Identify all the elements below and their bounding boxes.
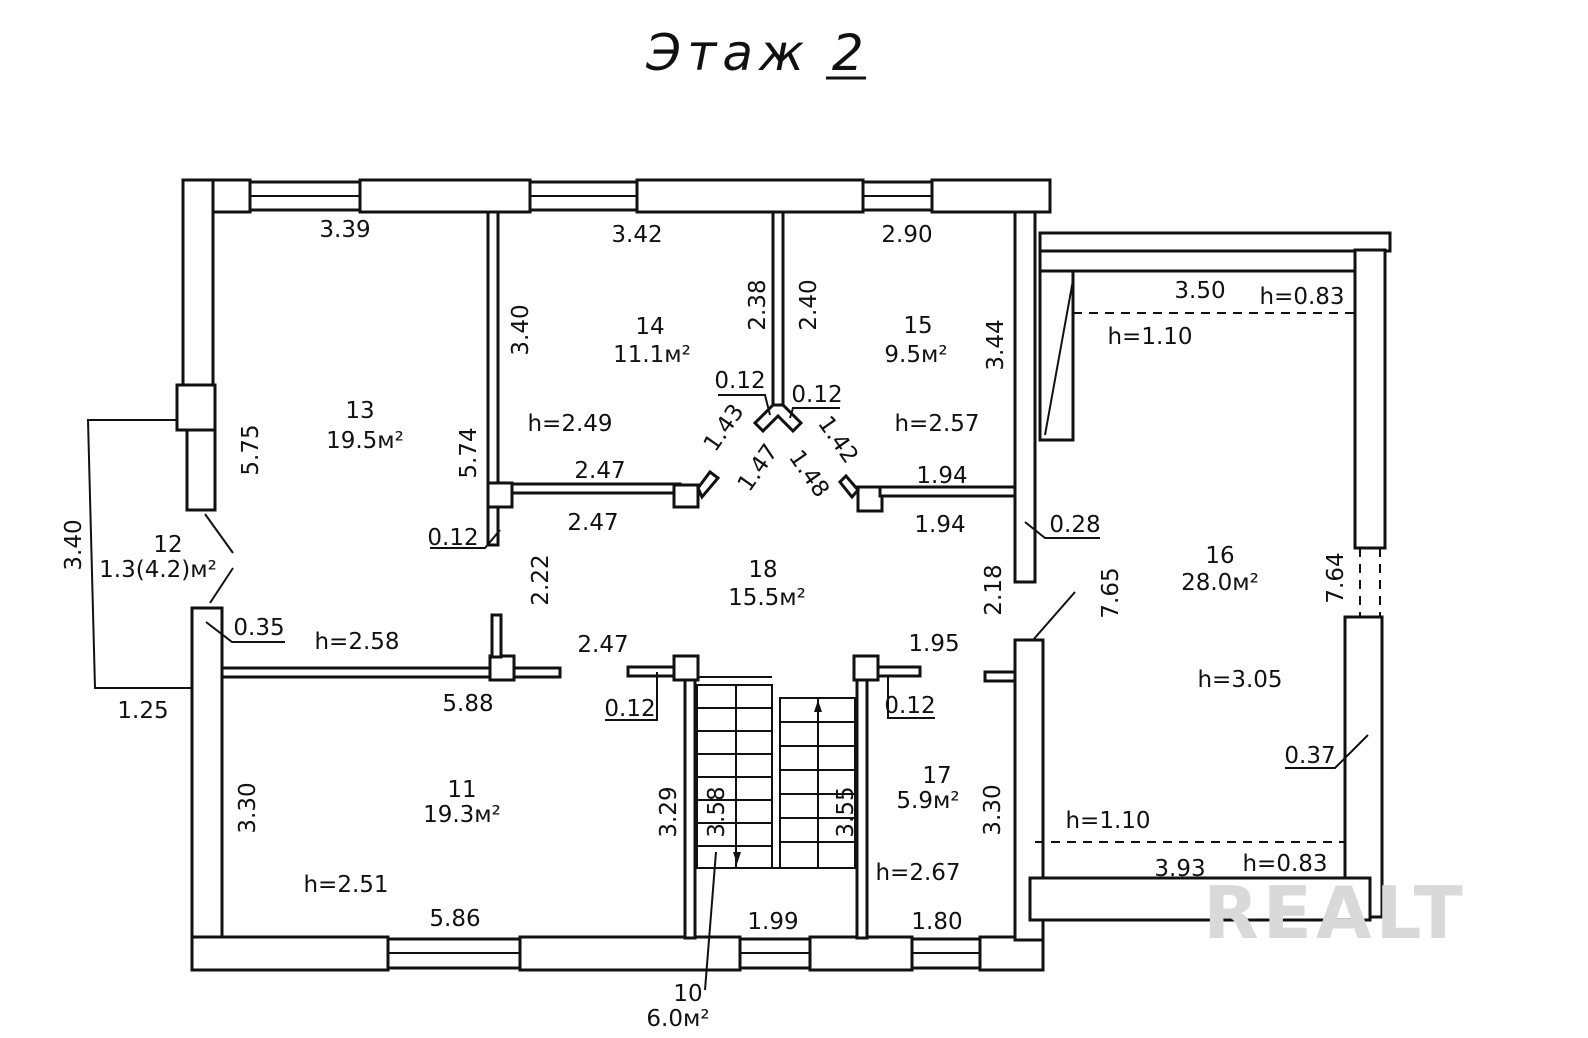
dimension: 3.93 — [1154, 856, 1205, 882]
dimension: 1.47 — [733, 440, 784, 497]
dimension: 0.35 — [233, 615, 284, 641]
dimension: 1.80 — [911, 909, 962, 935]
room-area: 15.5м² — [728, 585, 806, 611]
height-label: h=2.51 — [303, 872, 388, 898]
height-label: h=0.83 — [1242, 851, 1327, 877]
dimension: 1.94 — [916, 463, 967, 489]
height-label: h=2.57 — [894, 411, 979, 437]
dimension: 1.43 — [699, 400, 750, 457]
dimension: 1.99 — [747, 909, 798, 935]
room-number: 15 — [903, 313, 932, 339]
dimension: 1.42 — [812, 412, 863, 469]
dimension: 3.29 — [656, 786, 682, 837]
height-label: h=3.05 — [1197, 667, 1282, 693]
watermark-logo: REALT — [1203, 871, 1466, 955]
room-area: 1.3(4.2)м² — [99, 557, 217, 583]
room-labels: 13 19.5м² 14 11.1м² 15 9.5м² 12 1.3(4.2)… — [99, 313, 1259, 1032]
dimension: 2.22 — [528, 554, 554, 605]
dimension: 0.12 — [884, 693, 935, 719]
room-area: 19.5м² — [326, 428, 404, 454]
dimension: 3.44 — [983, 319, 1009, 370]
dimension: 2.47 — [577, 632, 628, 658]
room-area: 28.0м² — [1181, 570, 1259, 596]
dimension: 5.86 — [429, 906, 480, 932]
dimension: 5.75 — [238, 424, 264, 475]
dimension: 0.12 — [714, 368, 765, 394]
dimension: 2.47 — [574, 458, 625, 484]
dimension: 7.64 — [1323, 552, 1349, 603]
dimension: 3.40 — [61, 519, 87, 570]
dimension: 0.37 — [1284, 743, 1335, 769]
room-area: 5.9м² — [896, 788, 959, 814]
plan-title: Этаж 2 — [645, 24, 869, 82]
dimension: 0.28 — [1049, 512, 1100, 538]
room-number: 13 — [345, 398, 374, 424]
height-label: h=1.10 — [1065, 808, 1150, 834]
height-label: h=2.67 — [875, 860, 960, 886]
dimension: 5.74 — [456, 427, 482, 478]
height-labels: h=0.83 h=1.10 h=2.49 h=2.57 h=2.58 h=3.0… — [303, 284, 1344, 898]
dimension: 3.58 — [704, 786, 730, 837]
dimension: 3.30 — [235, 782, 261, 833]
dimension: 1.25 — [117, 698, 168, 724]
room-area: 9.5м² — [884, 342, 947, 368]
dimension: 3.30 — [980, 784, 1006, 835]
dimension: 2.38 — [745, 279, 771, 330]
room-number: 11 — [447, 777, 476, 803]
dimension: 7.65 — [1098, 567, 1124, 618]
room-area: 11.1м² — [613, 342, 691, 368]
room-number: 17 — [922, 763, 951, 789]
dimension: 5.88 — [442, 691, 493, 717]
room-number: 12 — [153, 532, 182, 558]
dimension: 2.18 — [981, 564, 1007, 615]
dimension: 1.95 — [908, 631, 959, 657]
room-number: 16 — [1205, 543, 1234, 569]
height-label: h=2.58 — [314, 629, 399, 655]
walls — [86, 178, 1392, 991]
dimension: 0.12 — [791, 382, 842, 408]
dimension: 0.12 — [427, 525, 478, 551]
room-number: 18 — [748, 557, 777, 583]
dimension: 3.42 — [611, 222, 662, 248]
dimension-labels: 3.39 3.42 2.90 3.50 3.40 2.38 2.40 3.44 … — [61, 217, 1349, 935]
dimension: 3.55 — [833, 786, 859, 837]
dimension: 0.12 — [604, 696, 655, 722]
height-label: h=0.83 — [1259, 284, 1344, 310]
room-number: 10 — [673, 981, 702, 1007]
dimension: 2.90 — [881, 222, 932, 248]
room-area: 6.0м² — [646, 1006, 709, 1032]
dimension: 3.40 — [508, 304, 534, 355]
room-number: 14 — [635, 314, 664, 340]
dimension: 2.47 — [567, 510, 618, 536]
dimension: 1.94 — [914, 512, 965, 538]
dimension: 2.40 — [796, 279, 822, 330]
dimension: 1.48 — [783, 446, 834, 503]
room-area: 19.3м² — [423, 802, 501, 828]
dimension: 3.50 — [1174, 278, 1225, 304]
height-label: h=1.10 — [1107, 324, 1192, 350]
dimension: 3.39 — [319, 217, 370, 243]
height-label: h=2.49 — [527, 411, 612, 437]
